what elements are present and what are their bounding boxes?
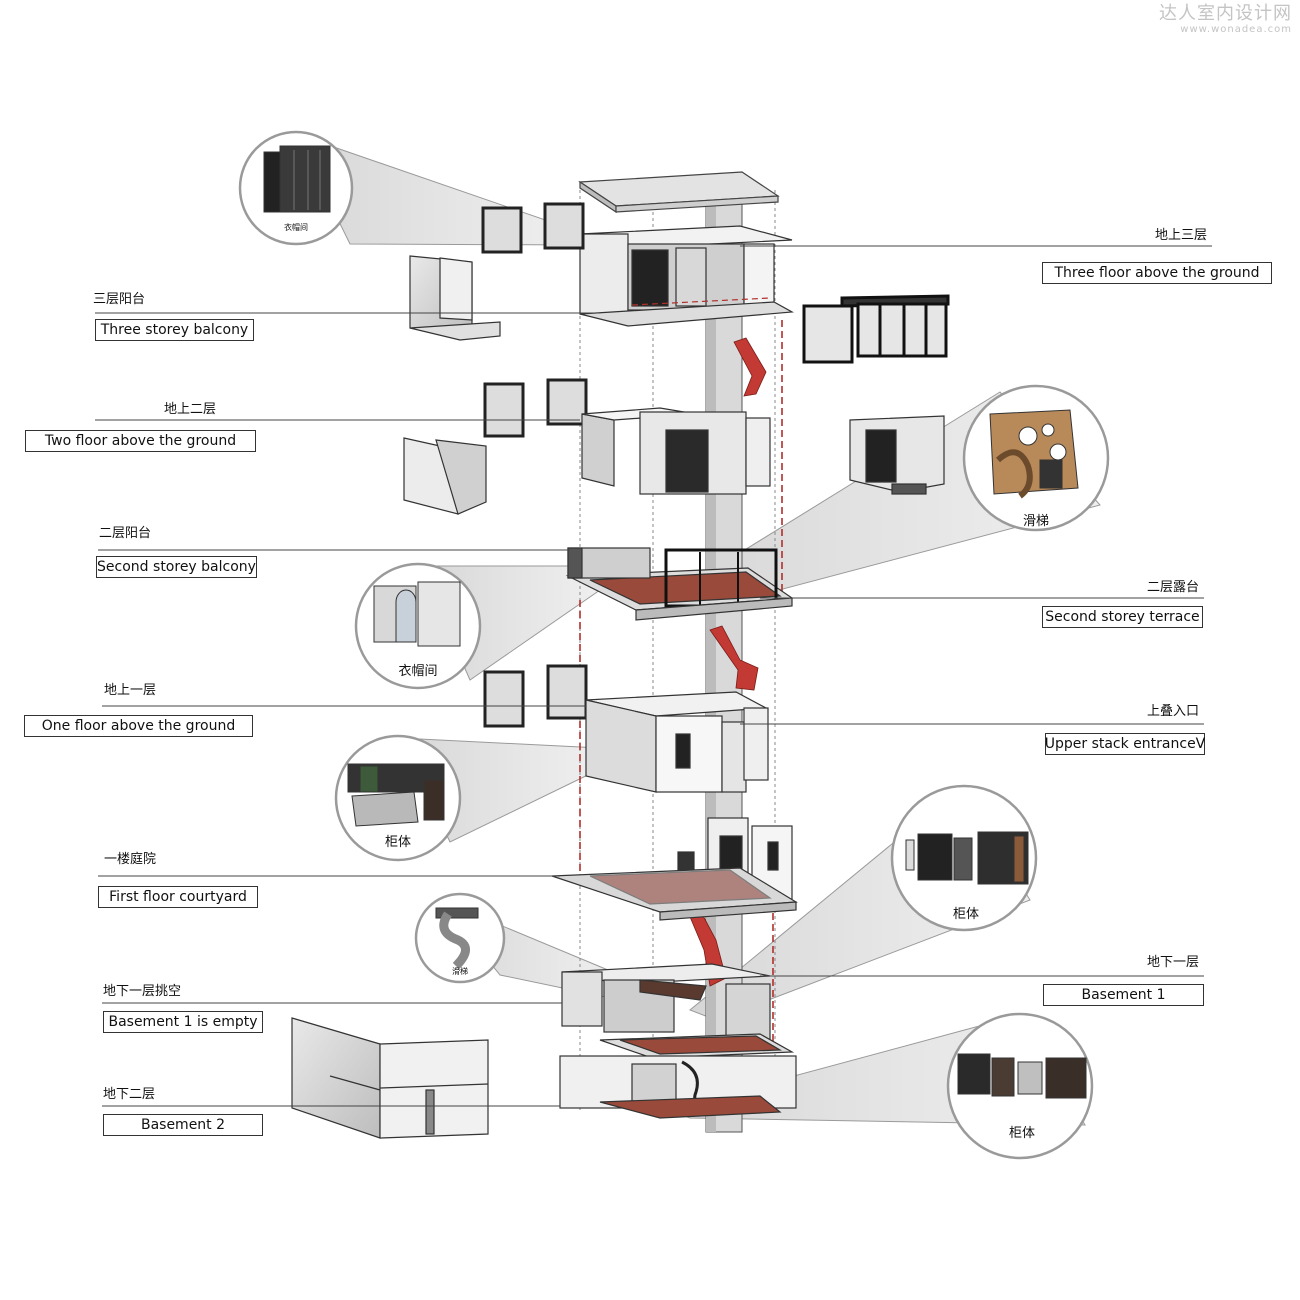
label-en-third-floor: Three floor above the ground — [1042, 262, 1272, 284]
second-floor-arch-room — [849, 415, 945, 495]
callout-slide-caption: 滑梯 — [1022, 514, 1049, 529]
label-cn-second-balcony: 二层阳台 — [99, 526, 152, 541]
third-balcony-wall — [409, 255, 501, 341]
courtyard — [551, 817, 798, 921]
first-floor-box — [585, 691, 769, 793]
label-cn-third-floor: 地上三层 — [1155, 228, 1208, 243]
second-floor-windows — [483, 378, 588, 438]
label-en-basement-1-empty: Basement 1 is empty — [103, 1011, 263, 1033]
callout-cabinet-room-caption: 柜体 — [1008, 1126, 1035, 1141]
label-cn-basement-1: 地下一层 — [1147, 955, 1200, 970]
label-en-first-floor: One floor above the ground — [24, 715, 253, 737]
second-floor-walls — [403, 407, 771, 515]
label-en-second-floor: Two floor above the ground — [25, 430, 256, 452]
callout-cabinet-panels-caption: 柜体 — [952, 907, 979, 922]
label-en-third-balcony: Three storey balcony — [95, 319, 254, 341]
basement-2 — [559, 1055, 797, 1119]
label-en-courtyard: First floor courtyard — [98, 886, 258, 908]
label-cn-second-floor: 地上二层 — [164, 402, 217, 417]
label-cn-courtyard: 一楼庭院 — [104, 852, 157, 867]
callout-thumbnails — [263, 145, 1087, 1099]
label-cn-basement-2: 地下二层 — [103, 1087, 156, 1102]
watermark-url: www.wonadea.com — [1180, 23, 1292, 35]
basement-1 — [561, 963, 795, 1059]
first-floor-windows — [483, 664, 588, 728]
label-cn-third-balcony: 三层阳台 — [93, 292, 146, 307]
third-glass-room — [802, 294, 950, 364]
label-cn-basement-1-empty: 地下一层挑空 — [103, 984, 182, 999]
callout-closet-caption: 衣帽间 — [398, 664, 438, 679]
callout-spiral-slide-caption: 滑梯 — [452, 967, 468, 976]
watermark-title: 达人室内设计网 — [1159, 3, 1292, 24]
leader-lines — [95, 245, 1212, 1107]
second-terrace — [565, 547, 794, 621]
label-en-upper-entrance: Upper stack entranceV — [1045, 733, 1205, 755]
watermark: 达人室内设计网 www.wonadea.com — [1159, 4, 1292, 35]
third-floor-windows — [481, 202, 585, 254]
label-en-basement-2: Basement 2 — [103, 1114, 263, 1136]
third-floor-box — [579, 225, 795, 327]
label-cn-first-floor: 地上一层 — [104, 683, 157, 698]
callout-wardrobe-caption: 衣帽间 — [284, 223, 308, 232]
label-en-second-balcony: Second storey balcony — [96, 556, 257, 578]
basement-2-wall — [291, 1017, 489, 1139]
roof-slab — [578, 171, 780, 214]
label-en-second-terrace: Second storey terrace — [1042, 606, 1203, 628]
callout-cabinet-kitchen-caption: 柜体 — [384, 835, 411, 850]
label-en-basement-1: Basement 1 — [1043, 984, 1204, 1006]
label-cn-second-terrace: 二层露台 — [1147, 580, 1200, 595]
label-cn-upper-entrance: 上叠入口 — [1147, 704, 1200, 719]
